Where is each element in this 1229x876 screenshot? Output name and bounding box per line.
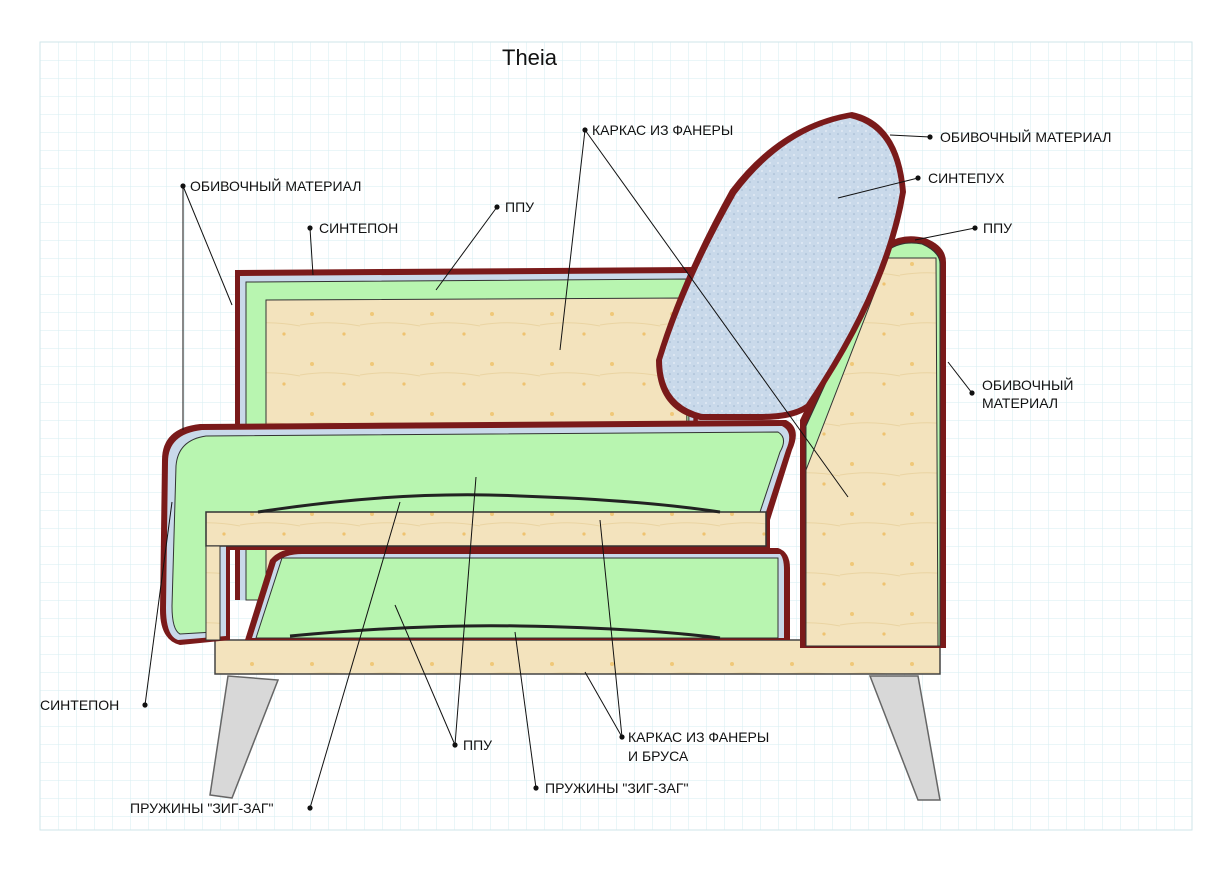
label-upholstery-cushion: ОБИВОЧНЫЙ МАТЕРИАЛ	[940, 128, 1111, 145]
label-springs-left: ПРУЖИНЫ "ЗИГ-ЗАГ"	[130, 800, 273, 816]
label-ppu-back: ППУ	[505, 199, 534, 215]
label-ppu-arm: ППУ	[983, 220, 1012, 236]
label-frame-timber-line2: И БРУСА	[628, 748, 689, 764]
lower-zigzag-springs	[289, 624, 721, 640]
label-sintepukh: СИНТЕПУХ	[928, 170, 1005, 186]
diagram-title: Theia	[502, 45, 558, 70]
seat-frame-post	[205, 545, 221, 641]
leader-lines	[144, 129, 976, 809]
lower-block-foam	[255, 557, 779, 639]
rear-leg	[868, 675, 941, 801]
label-frame-timber-line1: КАРКАС ИЗ ФАНЕРЫ	[628, 729, 769, 745]
seat-frame-bar	[205, 511, 767, 547]
label-upholstery-right-line1: ОБИВОЧНЫЙ	[982, 376, 1074, 393]
label-springs-right: ПРУЖИНЫ "ЗИГ-ЗАГ"	[545, 780, 688, 796]
label-upholstery-left: ОБИВОЧНЫЙ МАТЕРИАЛ	[190, 177, 361, 194]
back-cushion-sintepukh	[662, 118, 900, 414]
label-upholstery-right-line2: МАТЕРИАЛ	[982, 395, 1058, 411]
upper-zigzag-springs	[257, 493, 721, 514]
label-ppu-seat: ППУ	[463, 737, 492, 753]
front-leg	[209, 675, 280, 799]
seat-foam	[171, 431, 784, 635]
label-sintepon-top: СИНТЕПОН	[319, 220, 398, 236]
label-sintepon-bottom: СИНТЕПОН	[40, 697, 119, 713]
label-dots	[142, 127, 978, 811]
label-frame-plywood: КАРКАС ИЗ ФАНЕРЫ	[592, 122, 733, 138]
